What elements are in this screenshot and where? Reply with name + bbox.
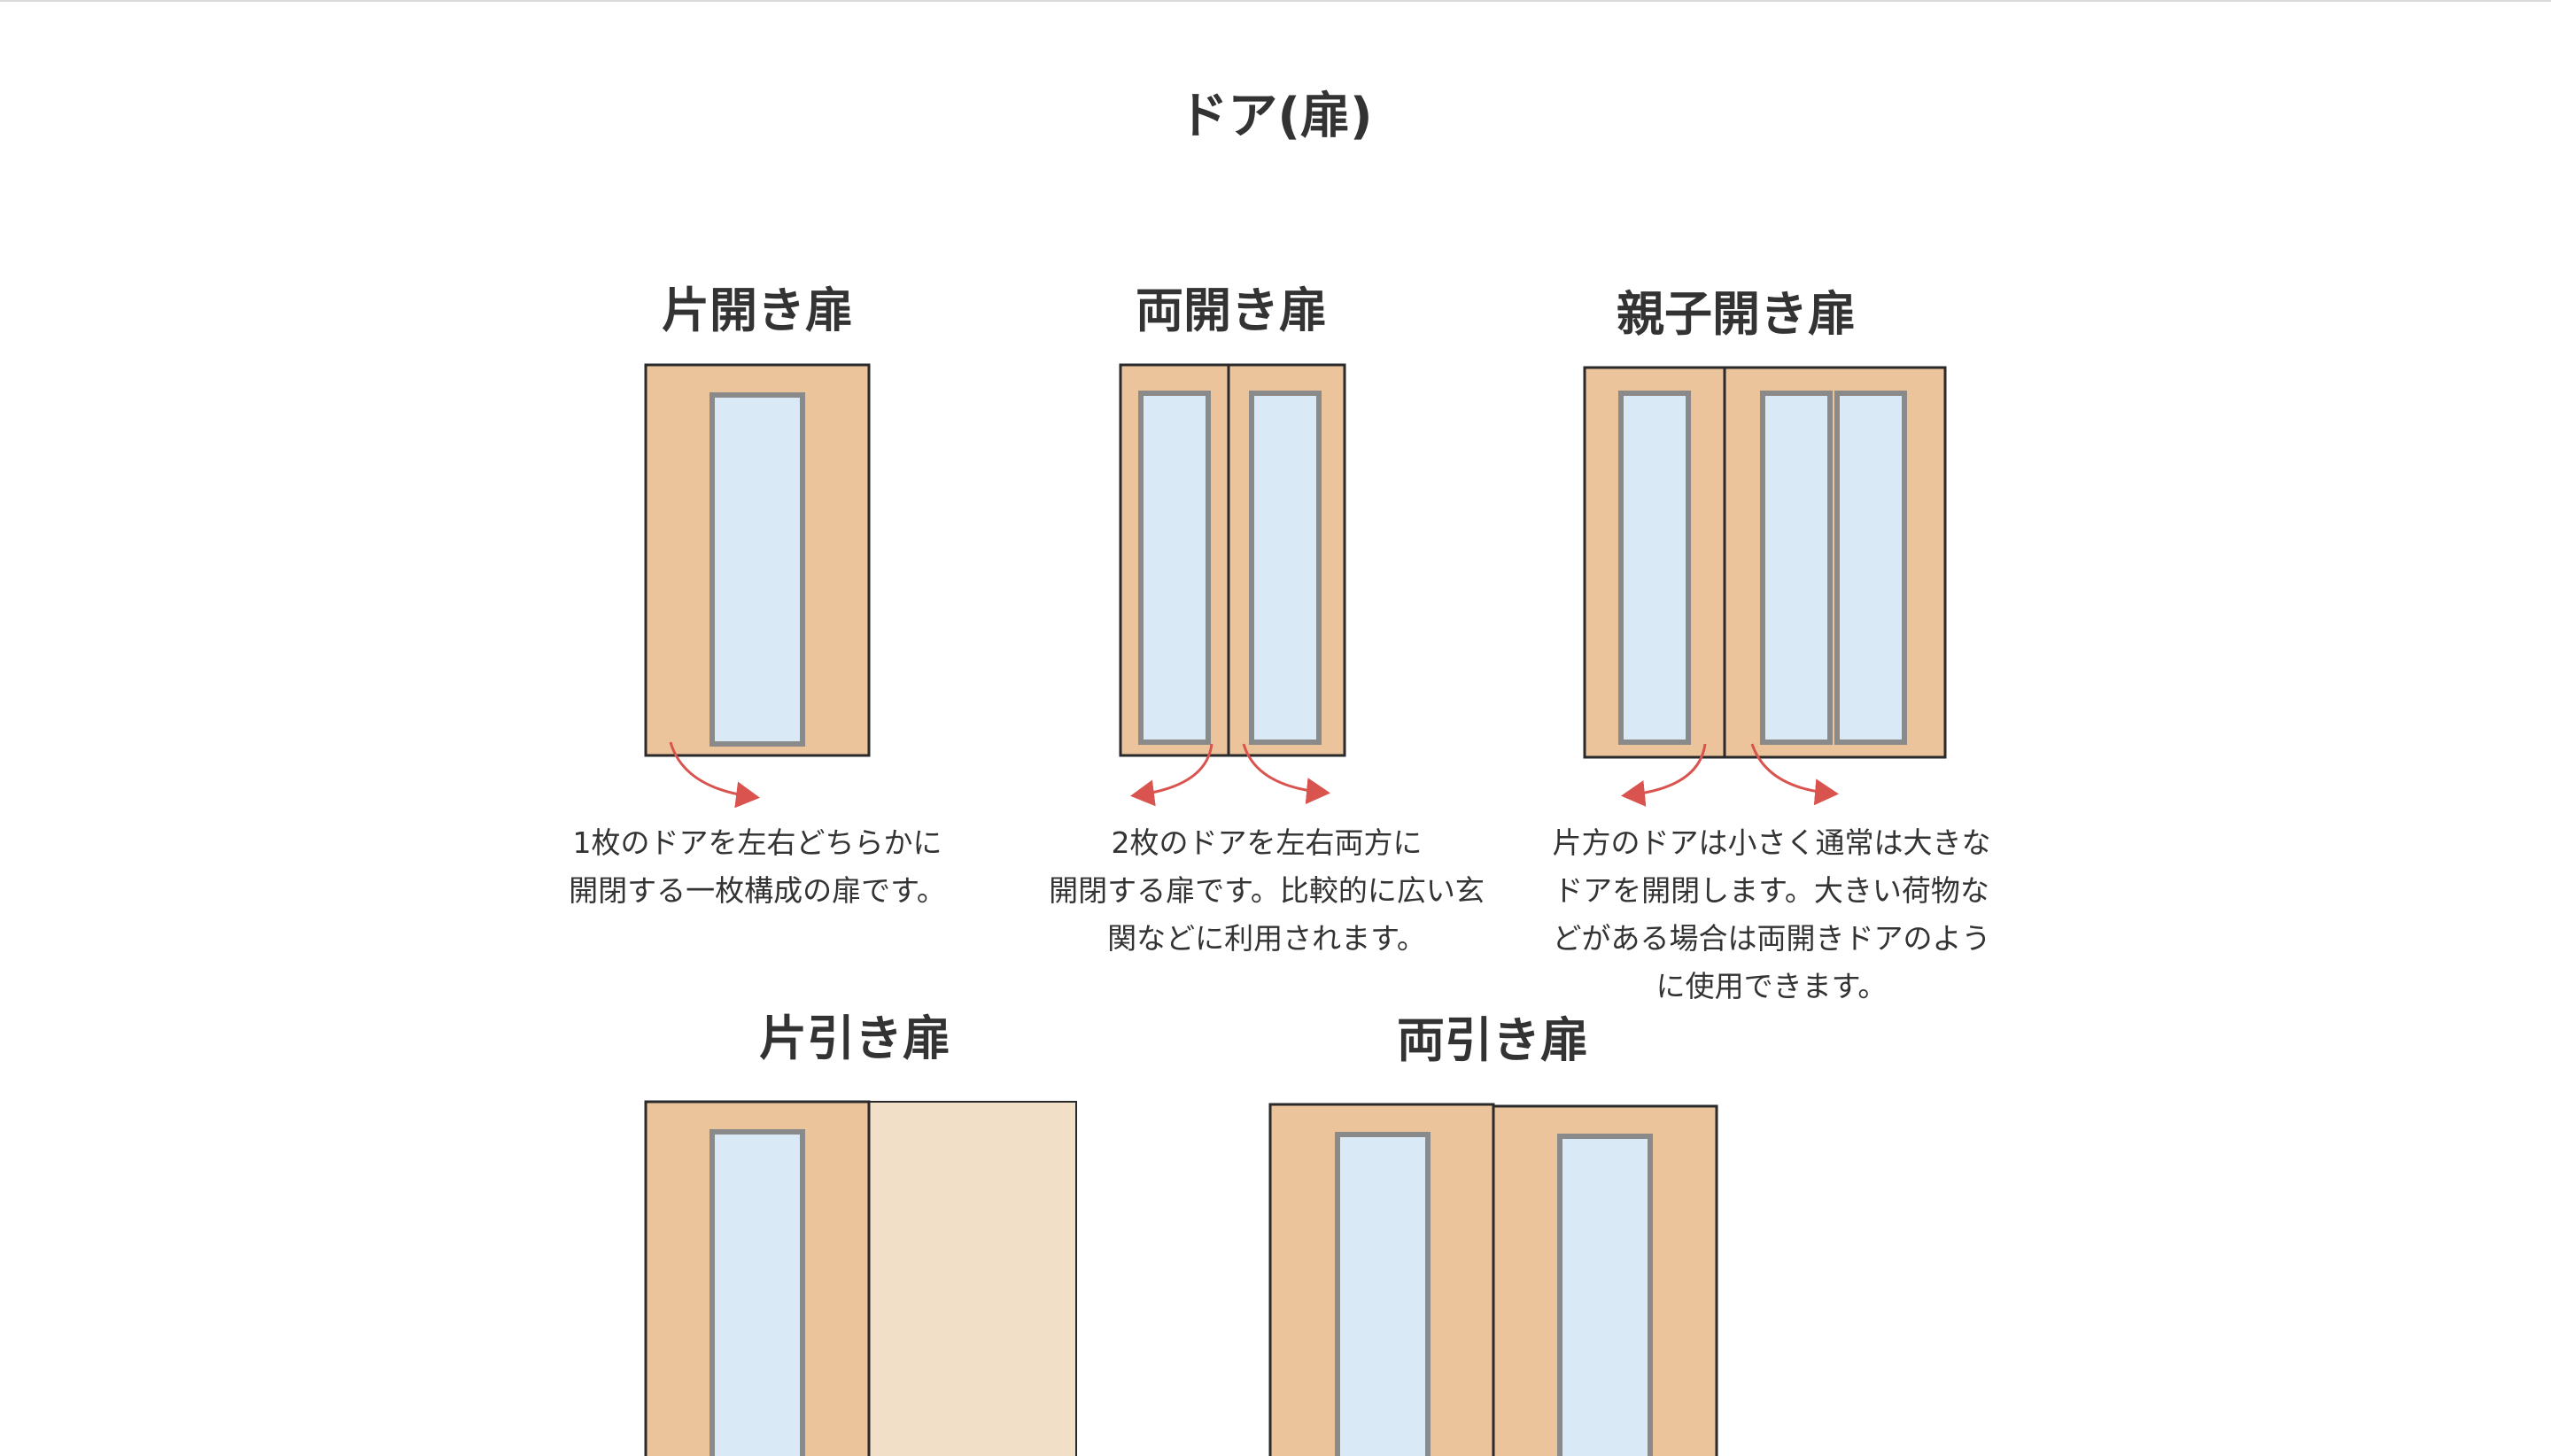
glass-pane [709, 1129, 805, 1456]
single-sliding-door-diagram [644, 1100, 1077, 1456]
double-sliding-door-title: 両引き扉 [1397, 1012, 1588, 1068]
single-swing-door-title: 片開き扉 [662, 283, 853, 338]
double-swing-door-title: 両開き扉 [1136, 283, 1327, 338]
swing-arrow-left-icon [1621, 743, 1707, 807]
double-swing-door-description: 2枚のドアを左右両方に 開閉する扉です。比較的に広い玄 関などに利用されます。 [1049, 825, 1485, 956]
glass-pane-right [1249, 391, 1322, 745]
glass-pane-parent-1 [1760, 391, 1833, 745]
parent-child-door-title: 親子開き扉 [1617, 286, 1856, 342]
single-sliding-door-title: 片引き扉 [759, 1011, 950, 1066]
glass-pane-parent-2 [1834, 391, 1907, 745]
glass-pane [709, 392, 805, 747]
swing-arrow-icon [669, 741, 760, 809]
double-sliding-door-diagram [1268, 1103, 1718, 1456]
glass-pane-child [1618, 391, 1691, 745]
glass-pane-left [1335, 1132, 1431, 1456]
swing-arrow-right-icon [1242, 743, 1330, 805]
top-divider [0, 0, 2551, 2]
swing-arrow-right-icon [1750, 743, 1839, 806]
double-swing-door-diagram [1119, 363, 1346, 807]
parent-child-door-description: 片方のドアは小さく通常は大きな ドアを開閉します。大きい荷物な どがある場合は両… [1552, 825, 1991, 1003]
swing-arrow-left-icon [1130, 743, 1213, 807]
single-swing-door-description: 1枚のドアを左右どちらかに 開閉する一枚構成の扉です。 [569, 825, 946, 908]
sliding-wall-area [868, 1101, 1077, 1456]
glass-pane-right [1557, 1134, 1653, 1456]
page-title: ドア(扉) [1178, 88, 1373, 145]
parent-child-door-diagram [1583, 366, 1947, 807]
glass-pane-left [1138, 391, 1211, 745]
single-swing-door-diagram [644, 363, 871, 809]
